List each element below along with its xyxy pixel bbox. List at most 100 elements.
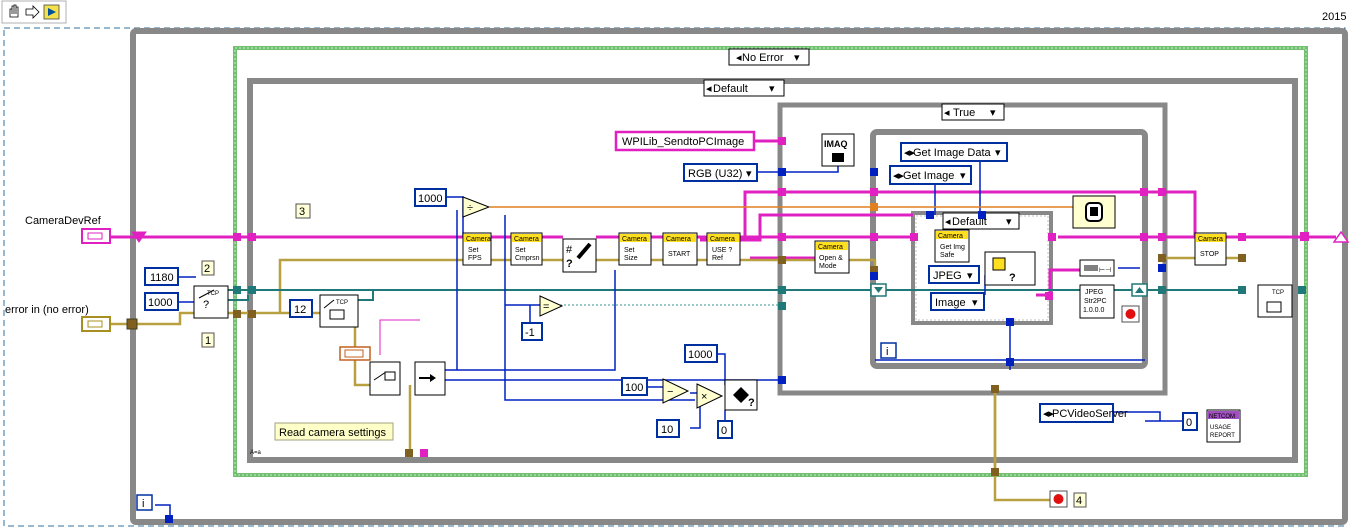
get-image-data-enum[interactable]: ◂▸ Get Image Data ▾ — [900, 142, 1008, 162]
svg-text:JPEG: JPEG — [1085, 289, 1103, 296]
svg-text:USE ?: USE ? — [712, 247, 732, 254]
svg-text:12: 12 — [294, 304, 306, 316]
wire-error — [110, 256, 1245, 502]
svg-text:Camera: Camera — [622, 236, 647, 243]
svg-text:▾: ▾ — [769, 83, 775, 95]
feedback-node-left — [870, 283, 887, 297]
const-0-b[interactable]: 0 — [1182, 412, 1198, 431]
svg-text:0: 0 — [1186, 417, 1192, 429]
case-selector-true[interactable]: ◂ True ▾ — [941, 103, 1005, 121]
svg-text:Camera: Camera — [818, 244, 843, 251]
camera-dev-ref-control[interactable]: CameraDevRef — [25, 215, 111, 244]
image-to-string-node[interactable]: ? — [984, 251, 1036, 286]
label-4: 4 — [1073, 492, 1087, 508]
svg-text:◂▸: ◂▸ — [904, 147, 916, 159]
set-fps-node[interactable]: Camera Set FPS — [462, 232, 492, 266]
svg-text:i: i — [142, 498, 144, 510]
const-1000-top[interactable]: 1000 — [414, 188, 447, 207]
svg-text:▾: ▾ — [972, 297, 978, 309]
image-enum[interactable]: Image ▾ — [930, 292, 985, 311]
svg-text:▾: ▾ — [746, 168, 752, 180]
case-selector-no-error[interactable]: ◂ No Error ▾ — [728, 48, 810, 66]
set-compression-node[interactable]: Camera Set Cmprsn — [510, 232, 543, 266]
label-2: 2 — [201, 260, 215, 276]
tcp-close-node[interactable]: TCP — [1257, 284, 1293, 318]
svg-text:Set: Set — [515, 247, 526, 254]
svg-text:×: × — [701, 391, 707, 403]
const-10[interactable]: 10 — [656, 419, 680, 438]
index-array-node[interactable] — [414, 361, 446, 396]
wait-timer-node[interactable] — [1072, 195, 1116, 229]
tcp-listen-node[interactable]: TCP ? — [193, 285, 229, 319]
get-img-safe-node[interactable]: Camera Get Img Safe — [934, 229, 970, 263]
svg-text:−: − — [667, 386, 673, 398]
svg-text:1180: 1180 — [150, 272, 174, 284]
label-1: 1 — [201, 332, 215, 348]
select-node[interactable]: ? — [724, 379, 758, 411]
get-image-enum[interactable]: ◂▸ Get Image ▾ — [889, 165, 972, 185]
jpeg-str2pc-node[interactable]: JPEG Str2PC 1.0.0.0 — [1079, 284, 1115, 319]
jpeg-enum[interactable]: JPEG ▾ — [928, 265, 980, 284]
hand-tool-icon[interactable] — [9, 4, 19, 18]
const-1000-left[interactable]: 1000 — [144, 292, 179, 311]
svg-text:Camera: Camera — [710, 236, 735, 243]
pc-video-server-enum[interactable]: ◂▸ PCVideoServer — [1039, 403, 1128, 423]
not-a-number-node[interactable]: # ? — [562, 238, 597, 273]
stop-indicator-inner[interactable] — [1121, 305, 1140, 323]
svg-text:Camera: Camera — [666, 236, 691, 243]
svg-text:i: i — [886, 346, 888, 358]
const-100[interactable]: 100 — [621, 377, 648, 396]
svg-text:Camera: Camera — [466, 236, 491, 243]
const-neg1[interactable]: -1 — [521, 322, 543, 341]
divide-node[interactable]: ÷ — [462, 196, 491, 218]
multiply-node[interactable]: × — [696, 383, 724, 409]
svg-text:JPEG: JPEG — [933, 270, 962, 282]
svg-text:IMAQ: IMAQ — [824, 139, 848, 149]
svg-text:TCP: TCP — [336, 300, 348, 306]
equal-node[interactable]: = — [539, 295, 564, 317]
mode-string-constant[interactable] — [339, 346, 371, 361]
svg-text:Str2PC: Str2PC — [1084, 298, 1107, 305]
svg-text:USAGE: USAGE — [1210, 425, 1231, 431]
const-12[interactable]: 12 — [289, 299, 313, 318]
const-1180[interactable]: 1180 — [144, 267, 179, 286]
string-length-node[interactable]: ⊢⊣ — [1079, 259, 1115, 277]
error-in-label: error in (no error) — [5, 304, 89, 316]
start-node[interactable]: Camera START — [662, 232, 698, 266]
svg-text:Camera: Camera — [514, 236, 539, 243]
svg-text:?: ? — [203, 299, 209, 311]
tcp-write-node[interactable]: TCP — [319, 294, 359, 328]
svg-text:▾: ▾ — [794, 52, 800, 64]
rgb-type-enum[interactable]: RGB (U32) ▾ — [683, 163, 758, 182]
step-arrow-icon[interactable] — [25, 5, 40, 19]
subtract-node[interactable]: − — [662, 378, 690, 404]
wire-tcp — [228, 289, 1245, 301]
svg-text:4: 4 — [1076, 495, 1082, 507]
svg-text:1: 1 — [205, 335, 211, 347]
svg-text:1000: 1000 — [688, 349, 712, 361]
const-0-a[interactable]: 0 — [717, 420, 733, 439]
image-name-constant[interactable]: WPILib_SendtoPCImage — [614, 130, 756, 152]
use-ref-node[interactable]: Camera USE ? Ref — [706, 232, 741, 266]
svg-text:TCP: TCP — [207, 291, 219, 297]
svg-text:STOP: STOP — [1200, 251, 1219, 258]
stop-indicator-outer[interactable] — [1049, 490, 1068, 508]
svg-text:No Error: No Error — [742, 52, 784, 64]
svg-text:WPILib_SendtoPCImage: WPILib_SendtoPCImage — [622, 136, 744, 148]
run-arrow-icon[interactable] — [43, 4, 60, 20]
const-1000-bottom[interactable]: 1000 — [684, 344, 718, 363]
netcomm-usage-report-node[interactable]: NETCOM USAGE REPORT — [1206, 409, 1241, 443]
unbundle-node[interactable] — [369, 361, 401, 396]
set-size-node[interactable]: Camera Set Size — [618, 232, 652, 266]
stop-node[interactable]: Camera STOP — [1194, 232, 1227, 266]
case-selector-default[interactable]: ◂ Default ▾ — [703, 79, 785, 97]
open-mode-node[interactable]: Camera Open & Mode — [814, 240, 850, 274]
toolbar — [1, 0, 67, 24]
label-3: 3 — [295, 203, 311, 219]
svg-text:FPS: FPS — [468, 255, 482, 262]
svg-text:▾: ▾ — [960, 170, 966, 182]
svg-text:Get Image: Get Image — [903, 170, 954, 182]
error-in-control[interactable]: error in (no error) — [5, 304, 111, 332]
imaq-create-node[interactable]: IMAQ ⊠ — [821, 133, 855, 167]
